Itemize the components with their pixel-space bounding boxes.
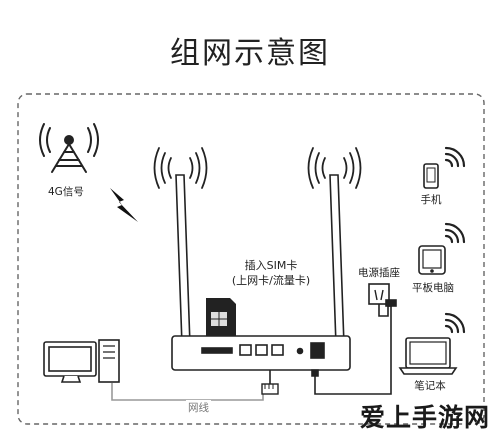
dashed-boundary xyxy=(17,93,485,425)
ethernet-plug-icon xyxy=(111,370,279,401)
lightning-icon xyxy=(110,188,138,222)
phone-icon xyxy=(423,163,439,189)
phone-label: 手机 xyxy=(420,194,442,206)
antenna-icon xyxy=(153,147,208,346)
sim-label-line2: (上网卡/流量卡) xyxy=(231,274,311,287)
sim-label: 插入SIM卡 (上网卡/流量卡) xyxy=(226,258,316,288)
laptop-icon xyxy=(398,337,458,375)
wifi-icon xyxy=(444,222,466,244)
sim-label-line1: 插入SIM卡 xyxy=(244,259,298,272)
cell-tower-icon xyxy=(39,123,99,173)
page-title: 组网示意图 xyxy=(170,36,330,71)
power-label: 电源插座 xyxy=(358,267,400,279)
router-icon xyxy=(171,335,351,371)
tablet-icon xyxy=(418,245,446,275)
watermark: 爱上手游网 xyxy=(359,403,490,432)
wifi-icon xyxy=(444,146,466,168)
antenna-icon xyxy=(307,147,362,346)
tower-label: 4G信号 xyxy=(48,186,84,198)
power-plug-icon xyxy=(311,283,397,395)
cable-label: 网线 xyxy=(186,400,211,415)
laptop-label: 笔记本 xyxy=(414,380,446,392)
desktop-computer-icon xyxy=(43,339,120,383)
sim-card-icon xyxy=(206,298,236,336)
wifi-icon xyxy=(444,312,466,334)
tablet-label: 平板电脑 xyxy=(412,282,454,294)
